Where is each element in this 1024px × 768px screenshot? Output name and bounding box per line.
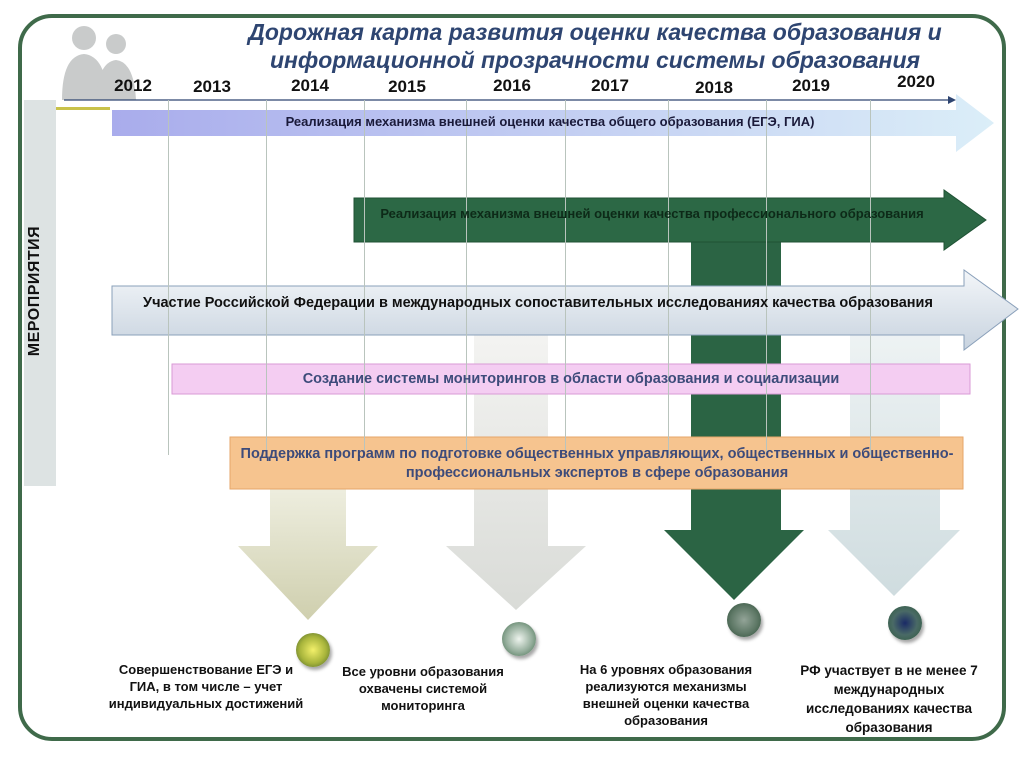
- grid-line-2016: [466, 100, 467, 455]
- year-2017: 2017: [591, 76, 629, 95]
- grid-line-2017: [565, 100, 566, 455]
- milestone-dot-4: [888, 606, 922, 640]
- year-2019: 2019: [792, 76, 830, 95]
- accent-bar: [56, 107, 110, 110]
- year-2014: 2014: [291, 76, 329, 95]
- milestone-dot-2: [502, 622, 536, 656]
- people-silhouette: [62, 26, 136, 100]
- grid-line-2013: [168, 100, 169, 455]
- milestone-dot-3: [727, 603, 761, 637]
- grid-line-2018: [668, 100, 669, 455]
- activity-band-1-shape: [112, 94, 994, 152]
- grid-line-2015: [364, 100, 365, 455]
- activities-label: МЕРОПРИЯТИЯ: [26, 225, 43, 357]
- page-title: Дорожная карта развития оценки качества …: [185, 18, 1005, 74]
- grid-line-2020: [870, 100, 871, 455]
- down-arrow-2014: [238, 470, 378, 620]
- year-2012: 2012: [114, 76, 152, 95]
- outcome-2: Все уровни образования охвачены системой…: [342, 664, 504, 713]
- title-line-1: Дорожная карта развития оценки качества …: [248, 19, 942, 45]
- activity-band-2-shape: [353, 189, 987, 251]
- year-2013: 2013: [193, 77, 231, 96]
- outcome-1: Совершенствование ЕГЭ и ГИА, в том числе…: [108, 662, 304, 711]
- timeline-arrowhead: [948, 96, 956, 104]
- year-2016: 2016: [493, 76, 531, 95]
- activity-band-2-label: Реализация механизма внешней оценки каче…: [380, 206, 924, 221]
- year-2018: 2018: [695, 78, 733, 97]
- activities-sidebar: МЕРОПРИЯТИЯ: [24, 100, 56, 486]
- year-2015: 2015: [388, 77, 426, 96]
- year-2020: 2020: [897, 72, 935, 91]
- activity-band-4-label: Создание системы мониторингов в области …: [302, 371, 840, 387]
- activity-band-5-shape: [229, 436, 964, 490]
- title-line-2: информационной прозрачности системы обра…: [269, 47, 921, 73]
- activity-band-5-label: Поддержка программ по подготовке обществ…: [240, 446, 954, 481]
- activity-band-4-shape: [171, 363, 971, 395]
- activity-band-3-label: Участие Российской Федерации в междунаро…: [143, 295, 933, 311]
- grid-line-2019: [766, 100, 767, 455]
- activity-band-1-label: Реализация механизма внешней оценки каче…: [285, 114, 815, 129]
- outcome-4: РФ участвует в не менее 7 международных …: [800, 663, 978, 735]
- grid-line-2014: [266, 100, 267, 455]
- outcome-3: На 6 уровнях образования реализуются мех…: [579, 662, 753, 728]
- milestone-dot-1: [296, 633, 330, 667]
